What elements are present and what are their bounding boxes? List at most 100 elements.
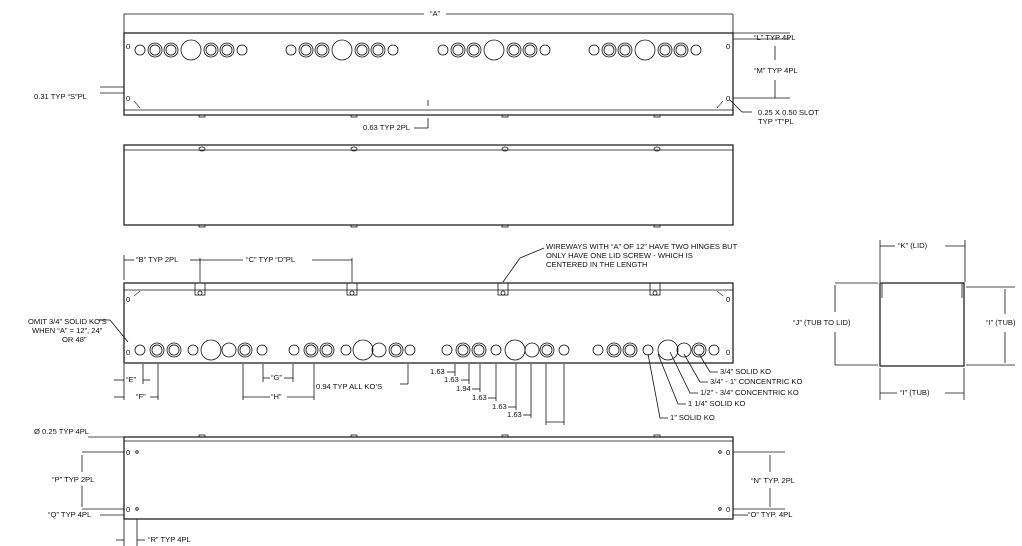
knockout <box>236 44 248 56</box>
dim-194: 1.94 <box>456 384 471 393</box>
knockout-inner <box>151 344 163 356</box>
knockout <box>592 344 604 356</box>
svg-text:0: 0 <box>726 295 730 304</box>
knockout <box>617 42 633 58</box>
svg-text:0: 0 <box>126 42 130 51</box>
knockout <box>404 344 416 356</box>
knockout-inner <box>473 344 485 356</box>
knockout <box>455 342 471 358</box>
knockout <box>370 42 386 58</box>
knockout <box>285 44 297 56</box>
knockout-row-top <box>134 39 702 61</box>
knockout-inner <box>390 344 402 356</box>
knockout-inner <box>221 44 233 56</box>
knockout <box>166 342 182 358</box>
dim-a-label: “A” <box>430 9 441 18</box>
svg-text:0: 0 <box>726 448 730 457</box>
omit-note-line-2: WHEN “A” = 12”, 24” <box>32 326 103 335</box>
knockout <box>506 42 522 58</box>
hinge-3 <box>497 282 509 296</box>
knockout <box>134 344 146 356</box>
top-panel-view: “A” 0 0 0 0 “L” TYP 4PL “M” TYP 4PL 0.31… <box>34 9 819 132</box>
knockout-inner <box>603 44 615 56</box>
svg-text:0: 0 <box>126 448 130 457</box>
knockout <box>490 344 502 356</box>
knockout-inner <box>508 44 520 56</box>
dim-163-a: 1.63 <box>430 367 445 376</box>
knockout <box>690 44 702 56</box>
knockout <box>558 344 570 356</box>
knockout <box>522 42 538 58</box>
knockout <box>303 342 319 358</box>
knockout <box>524 342 540 358</box>
knockout-inner <box>316 44 328 56</box>
dim-k-label: “K” (LID) <box>898 241 928 250</box>
knockout <box>340 344 352 356</box>
slot-label-1: 0.25 X 0.50 SLOT <box>758 108 819 117</box>
hinge-note-line-2: ONLY HAVE ONE LID SCREW - WHICH IS <box>546 251 693 260</box>
knockout-inner <box>619 44 631 56</box>
ko-label-2: 3/4” - 1” CONCENTRIC KO <box>710 377 802 386</box>
knockout-inner <box>468 44 480 56</box>
knockout-inner <box>457 344 469 356</box>
knockout-inner <box>321 344 333 356</box>
knockout-inner <box>165 44 177 56</box>
knockout <box>634 39 656 61</box>
knockout-inner <box>149 44 161 56</box>
svg-text:0: 0 <box>726 42 730 51</box>
omit-note-line-1: OMIT 3/4” SOLID KO’S <box>28 317 107 326</box>
ko-panel-view: 0 0 0 0 “B” TYP 2PL “C” TYP “D”PL WIREWA… <box>28 242 802 425</box>
knockout <box>673 42 689 58</box>
knockout <box>256 344 268 356</box>
knockout <box>708 344 720 356</box>
dim-b-label: “B” TYP 2PL <box>136 255 178 264</box>
knockout <box>441 344 453 356</box>
knockout <box>691 342 707 358</box>
bottom-panel-view: 0 0 0 0 Ø 0.25 TYP 4PL “P” TYP 2PL “Q” T… <box>34 427 795 546</box>
knockout <box>288 344 300 356</box>
knockout <box>180 39 202 61</box>
knockout-inner <box>608 344 620 356</box>
slot-label-2: TYP “T”PL <box>758 117 794 126</box>
ko-label-5: 1” SOLID KO <box>670 413 715 422</box>
knockout <box>601 42 617 58</box>
dim-j-label: “J” (TUB TO LID) <box>793 318 851 327</box>
knockout <box>203 42 219 58</box>
knockout <box>450 42 466 58</box>
dim-f-label: “F” <box>136 392 146 401</box>
dim-163-e: 1.63 <box>507 410 522 419</box>
knockout-inner <box>305 344 317 356</box>
knockout <box>314 42 330 58</box>
svg-text:0: 0 <box>126 295 130 304</box>
knockout-row-middle <box>134 339 720 361</box>
dim-163-d: 1.63 <box>492 402 507 411</box>
dim-h-label: “H” <box>271 392 282 401</box>
knockout <box>221 342 237 358</box>
svg-text:0: 0 <box>126 348 130 357</box>
dim-m-label: “M” TYP 4PL <box>754 66 798 75</box>
knockout <box>200 339 222 361</box>
knockout <box>388 342 404 358</box>
knockout <box>237 342 253 358</box>
knockout <box>352 339 374 361</box>
dim-q-label: “Q” TYP 4PL <box>48 510 91 519</box>
knockout <box>331 39 353 61</box>
knockout <box>539 44 551 56</box>
dim-i-bottom-label: “I” (TUB) <box>900 388 930 397</box>
knockout <box>163 42 179 58</box>
knockout <box>298 42 314 58</box>
knockout <box>642 344 654 356</box>
knockout-inner <box>239 344 251 356</box>
dim-094-label: 0.94 TYP ALL KO’S <box>316 382 382 391</box>
knockout-inner <box>675 44 687 56</box>
knockout <box>319 342 335 358</box>
dim-063-label: 0.63 TYP 2PL <box>363 123 410 132</box>
knockout <box>354 42 370 58</box>
svg-text:0: 0 <box>726 348 730 357</box>
knockout <box>588 44 600 56</box>
dia-label: Ø 0.25 TYP 4PL <box>34 427 89 436</box>
knockout <box>483 39 505 61</box>
dim-n-label: “N” TYP. 2PL <box>751 476 795 485</box>
dim-i-right-label: “I” (TUB) <box>986 318 1016 327</box>
knockout <box>437 44 449 56</box>
